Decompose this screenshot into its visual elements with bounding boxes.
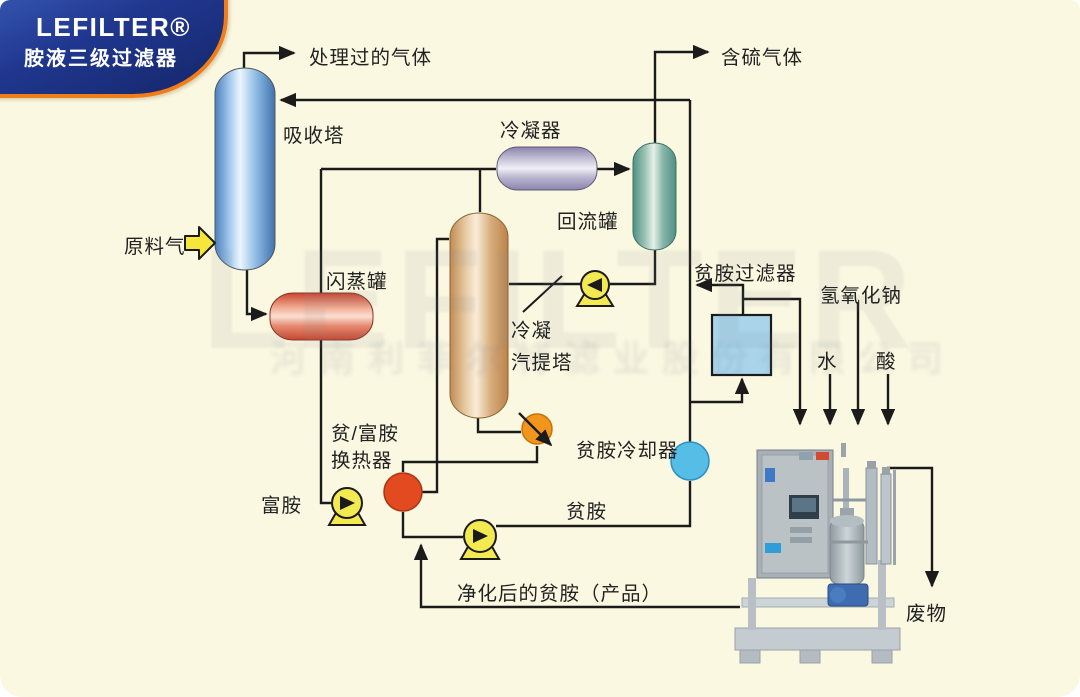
label-product: 净化后的贫胺（产品） (457, 583, 663, 605)
label-naoh: 氢氧化钠 (820, 285, 903, 307)
filter-to-skid-line (743, 297, 808, 426)
pump-rich-amine (327, 487, 367, 526)
absorber-column (214, 67, 276, 271)
label-feed-gas: 原料气 (124, 236, 186, 258)
lean-amine-cooler-circle (670, 441, 710, 481)
label-hx-line1: 贫/富胺 (331, 423, 399, 445)
label-lean-cooler: 贫胺冷却器 (576, 440, 679, 462)
label-sour-gas: 含硫气体 (721, 47, 804, 69)
filter-inlet-line (690, 377, 750, 404)
label-reflux-drum: 回流罐 (557, 211, 619, 233)
filter-outlet-line (695, 277, 745, 315)
label-treated-gas: 处理过的气体 (309, 47, 433, 69)
feed-gas-arrow-icon (184, 226, 216, 260)
waste-line (887, 466, 940, 588)
label-condenser: 冷凝器 (500, 120, 562, 142)
absorber-bottoms-line (245, 270, 268, 322)
label-hx-line2: 换热器 (331, 450, 393, 472)
stripper-column (449, 212, 509, 419)
label-rich-amine: 富胺 (261, 495, 303, 517)
flash-tank-vessel (269, 292, 374, 341)
badge-subtitle: 胺液三级过滤器 (24, 48, 178, 70)
letdown-valve (518, 412, 553, 447)
label-stripper: 冷凝 汽提塔 (511, 315, 573, 379)
label-absorber: 吸收塔 (283, 125, 345, 147)
lean-amine-filter-box (710, 313, 773, 377)
lean-rich-exchanger-circle (383, 472, 423, 512)
piping-lines (242, 44, 940, 609)
label-stripper-line1: 冷凝 (511, 320, 553, 342)
sour-gas-line (653, 44, 710, 143)
stripper-callout-line (522, 275, 563, 313)
label-waste: 废物 (906, 603, 948, 625)
label-stripper-line2: 汽提塔 (511, 352, 573, 374)
flash-tank-line (319, 169, 331, 505)
stripper-feed-line (421, 237, 449, 494)
treated-gas-line (242, 45, 296, 68)
reflux-drum-vessel (632, 142, 677, 251)
pump-to-cooler-line (496, 481, 692, 528)
exchanger-outlet-line (401, 512, 463, 539)
label-lean-filter: 贫胺过滤器 (694, 263, 797, 285)
pump-reflux (575, 270, 615, 307)
reflux-drum-bottom-line (610, 247, 657, 286)
product-return-line (413, 543, 740, 609)
equipment-photo (734, 443, 901, 664)
label-acid: 酸 (876, 351, 897, 373)
stripper-bottoms-line (476, 418, 521, 434)
label-flash-tank: 闪蒸罐 (326, 271, 388, 293)
brand-wordmark: LEFILTER® (36, 12, 191, 42)
condenser-vessel (496, 146, 598, 191)
label-lean-amine: 贫胺 (566, 501, 608, 523)
valve-to-exchanger-line (401, 446, 539, 472)
label-heat-exchanger: 贫/富胺 换热器 (331, 421, 399, 475)
label-water: 水 (817, 351, 838, 373)
pump-lean-amine (459, 519, 501, 560)
